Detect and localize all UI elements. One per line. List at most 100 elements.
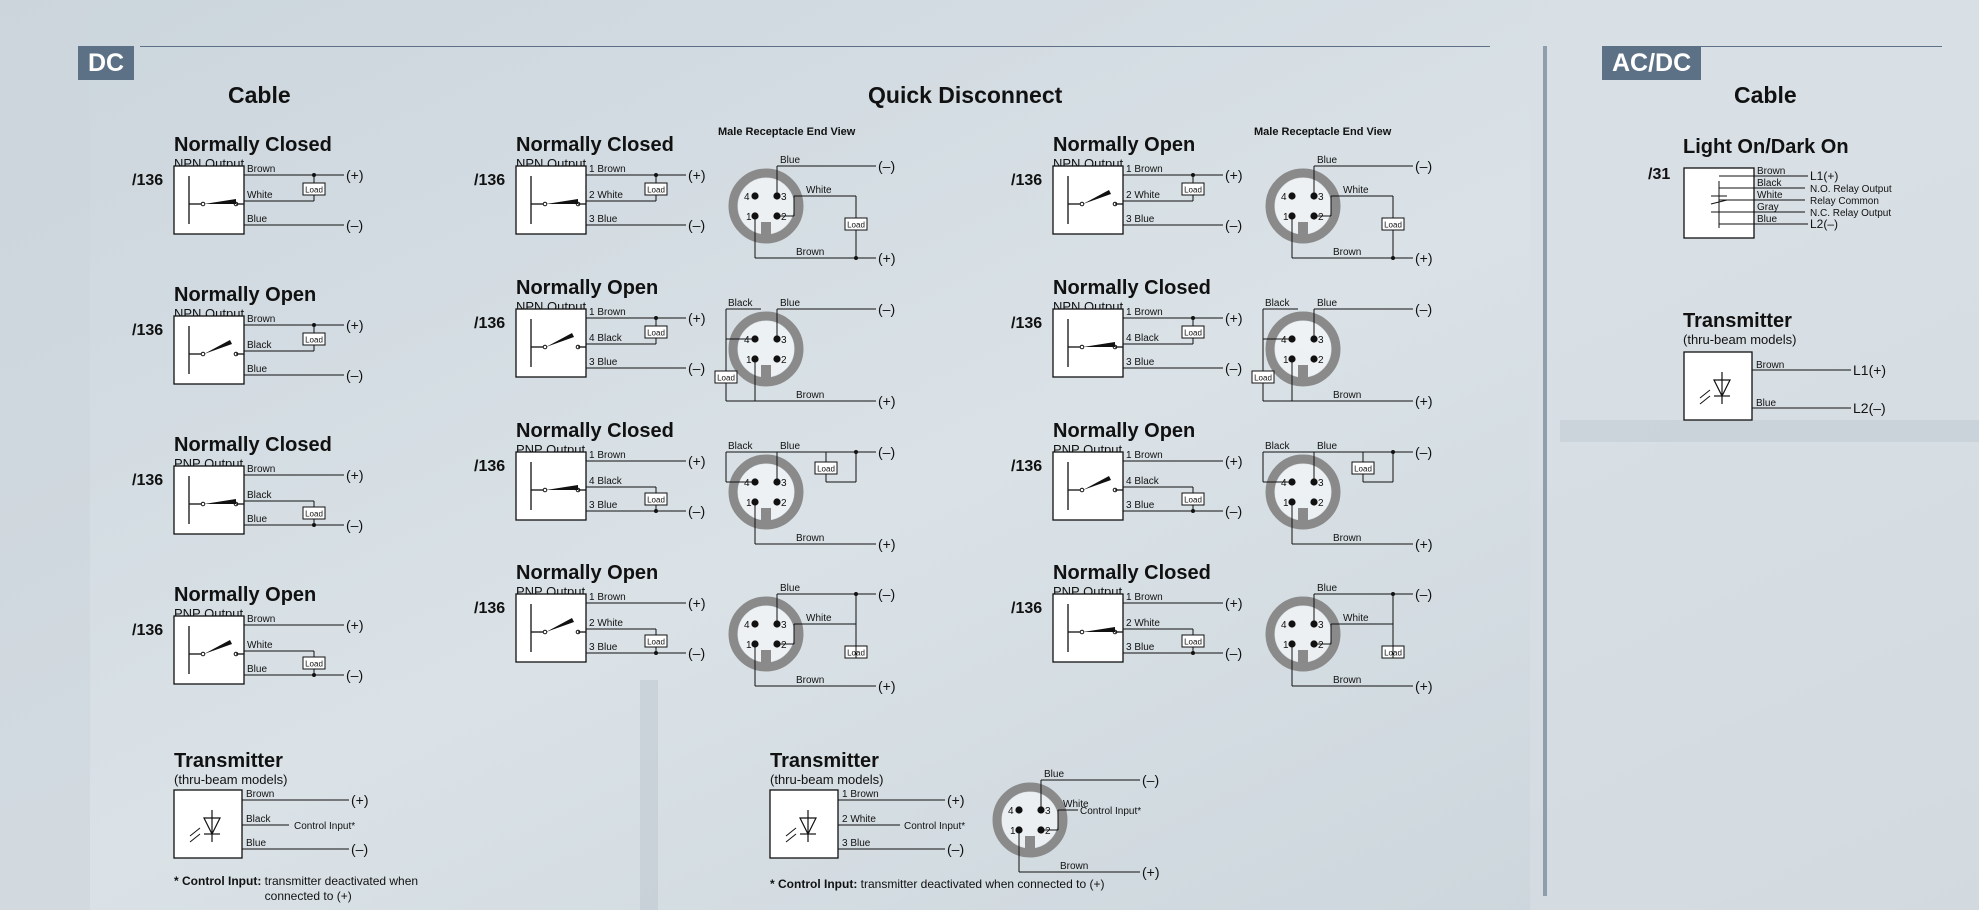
wire-label: 3 Blue <box>1126 214 1155 225</box>
wire-label: White <box>247 640 273 651</box>
conn-terminal-bottom: (+) <box>878 678 896 694</box>
conn-terminal-top: (–) <box>1415 301 1432 317</box>
terminal-minus: (–) <box>351 841 368 857</box>
male-receptacle-label-1: Male Receptacle End View <box>718 126 856 138</box>
pin-number: 1 <box>746 640 752 651</box>
wire-label: 1 Brown <box>589 307 626 318</box>
conn-wire-label: Blue <box>780 441 800 452</box>
conn-wire-label: Brown <box>796 390 824 401</box>
wire-label: Brown <box>246 789 274 800</box>
wire-label: 3 Blue <box>1126 357 1155 368</box>
acdc-model-suffix: /31 <box>1648 166 1671 183</box>
pin-number: 1 <box>1283 498 1289 509</box>
pin-number: 4 <box>1281 478 1287 489</box>
pin-number: 3 <box>1045 806 1051 817</box>
pin-number: 4 <box>1281 335 1287 346</box>
pin-number: 4 <box>1281 620 1287 631</box>
load-label: Load <box>305 336 323 345</box>
conn-side-label: White <box>1063 799 1089 810</box>
wire-label: Brown <box>247 464 275 475</box>
pin-number: 3 <box>781 478 787 489</box>
wire-label: Black <box>1757 178 1782 189</box>
conn-wire-label: Brown <box>796 533 824 544</box>
relay-sensor-symbol <box>1683 167 1755 239</box>
wire-label: Brown <box>247 164 275 175</box>
transmitter-subtitle: (thru-beam models) <box>174 772 288 787</box>
pin-number: 3 <box>1318 192 1324 203</box>
conn-wire-label: Blue <box>780 155 800 166</box>
control-input-label: Control Input* <box>904 821 965 832</box>
conn-terminal-bottom: (+) <box>878 536 896 552</box>
wire-label: Brown <box>1756 360 1784 371</box>
pin-number: 3 <box>781 620 787 631</box>
pin-number: 3 <box>781 335 787 346</box>
load-label: Load <box>1254 374 1272 383</box>
load-label: Load <box>647 186 665 195</box>
wire-label: Blue <box>1757 214 1777 225</box>
model-suffix: /136 <box>474 600 506 617</box>
pin-number: 1 <box>1283 640 1289 651</box>
acdc-section-badge: AC/DC <box>1602 46 1702 80</box>
conn-wire-label: Blue <box>1317 583 1337 594</box>
load-box: Load <box>302 332 326 346</box>
wire-label: Black <box>247 490 272 501</box>
pin-number: 2 <box>1318 212 1324 223</box>
pin-number: 2 <box>1318 640 1324 651</box>
load-box: Load <box>1181 182 1205 196</box>
conn-side-label: Black <box>1265 441 1290 452</box>
terminal-plus: (+) <box>1225 167 1243 183</box>
wire-label: 4 Black <box>1126 333 1160 344</box>
wire-label: Blue <box>247 364 267 375</box>
wire-label: 3 Blue <box>1126 500 1155 511</box>
conn-side-label: White <box>806 185 832 196</box>
load-box: Load <box>644 492 668 506</box>
conn-wire-label: Brown <box>1333 247 1361 258</box>
wire-label: Blue <box>246 838 266 849</box>
pin-number: 2 <box>781 355 787 366</box>
model-suffix: /136 <box>474 172 506 189</box>
terminal-plus: (+) <box>346 617 364 633</box>
transmitter-qd-title: Transmitter <box>770 750 879 772</box>
acdc-terminal: N.O. Relay Output <box>1810 184 1892 195</box>
load-label: Load <box>817 465 835 474</box>
load-box: Load <box>302 656 326 670</box>
wire-label: 3 Blue <box>589 500 618 511</box>
conn-terminal-bottom: (+) <box>878 250 896 266</box>
conn-terminal-top: (–) <box>878 301 895 317</box>
conn-load-box: Load <box>814 461 838 475</box>
transmitter-qd-subtitle: (thru-beam models) <box>770 772 884 787</box>
pin-number: 1 <box>1010 826 1016 837</box>
conn-wire-label: Brown <box>796 675 824 686</box>
conn-terminal-top: (–) <box>1415 158 1432 174</box>
pin-number: 2 <box>781 640 787 651</box>
conn-side-label: White <box>806 613 832 624</box>
wire-label: 1 Brown <box>1126 450 1163 461</box>
conn-wire-label: Blue <box>1317 155 1337 166</box>
transmitter-qd-led-icon <box>769 789 839 859</box>
terminal-plus: (+) <box>346 317 364 333</box>
conn-terminal-top: (–) <box>878 158 895 174</box>
terminal-plus: (+) <box>688 595 706 611</box>
pin-number: 1 <box>746 212 752 223</box>
sensor-symbol <box>515 451 587 521</box>
pin-number: 4 <box>744 192 750 203</box>
load-label: Load <box>647 329 665 338</box>
terminal-plus: (+) <box>688 453 706 469</box>
model-suffix: /136 <box>132 622 164 639</box>
terminal-plus: (+) <box>1225 453 1243 469</box>
terminal-plus: (+) <box>1225 595 1243 611</box>
diagram-title: Normally Closed <box>174 134 332 156</box>
transmitter-title: Transmitter <box>174 750 283 772</box>
diagram-title: Normally Open <box>174 584 317 606</box>
conn-side-label: White <box>1343 613 1369 624</box>
load-label: Load <box>1384 221 1402 230</box>
terminal-minus: (–) <box>1225 217 1242 233</box>
